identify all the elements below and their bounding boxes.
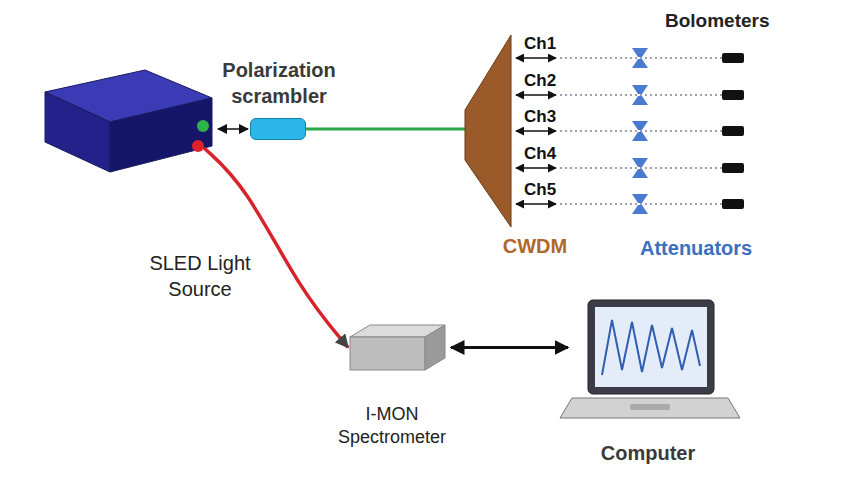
monitor-fibre [204, 148, 348, 348]
channel-fibres [516, 58, 556, 204]
group-label: Bolometers [665, 10, 770, 33]
group-label: Attenuators [640, 236, 752, 260]
node-label: Polarization scrambler [204, 57, 354, 109]
spectrometer-box-outline [350, 325, 445, 370]
node-label: I-MON Spectrometer [327, 403, 457, 450]
cwdm-multiplexer-outline [465, 35, 511, 227]
node-label: SLED Light Source [140, 250, 260, 302]
channel-label: Ch4 [524, 144, 556, 164]
fibre-link [306, 128, 465, 131]
cwdm-multiplexer: CWDM [465, 35, 511, 227]
fibre-link [218, 128, 248, 130]
channel-label: Ch1 [524, 34, 556, 54]
spectrometer-box: I-MON Spectrometer [350, 325, 445, 370]
sled-source-box [45, 70, 212, 172]
node-label: CWDM [490, 233, 580, 259]
computer-laptop-outline [560, 300, 740, 435]
computer-laptop: Computer [560, 300, 740, 435]
red-port [192, 140, 204, 152]
data-link [451, 346, 568, 349]
channel-label: Ch3 [524, 107, 556, 127]
polarization-scrambler: Polarization scrambler [250, 118, 306, 140]
channel-label: Ch5 [524, 180, 556, 200]
attenuator-symbols [632, 48, 648, 214]
node-label: Computer [578, 440, 718, 466]
green-port [197, 120, 209, 132]
bolometer-symbols [722, 53, 744, 209]
channel-label: Ch2 [524, 71, 556, 91]
light-source: SLED Light Source [45, 70, 212, 172]
dotted-fibres [560, 58, 722, 204]
